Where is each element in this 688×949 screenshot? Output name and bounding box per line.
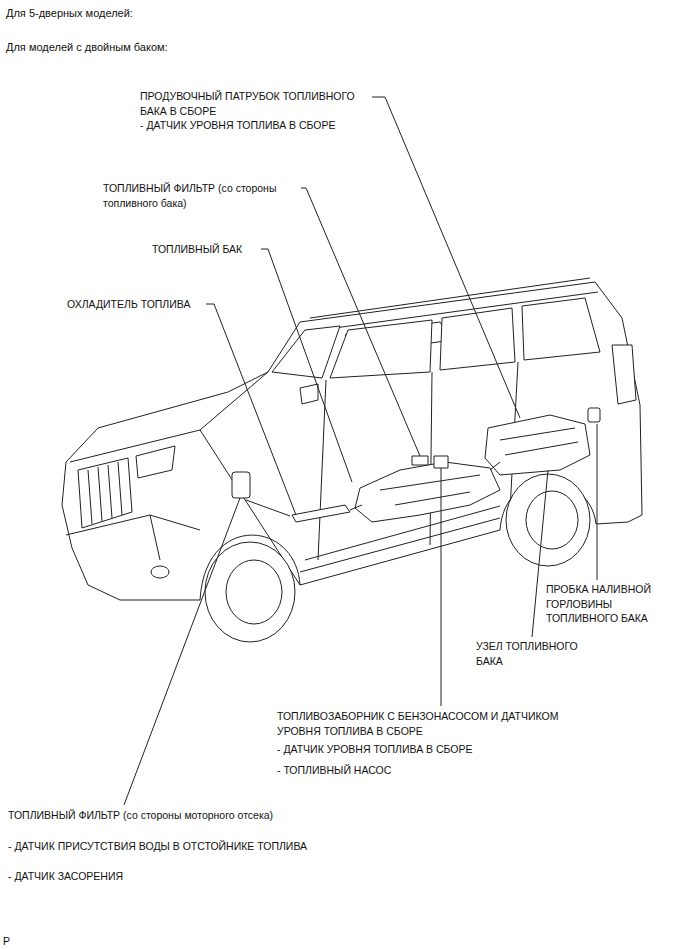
sub-fuel-tank [485,415,590,475]
heading-text: Для моделей с двойным баком: [6,40,306,55]
part-label: ТОПЛИВНЫЙ ФИЛЬТР (со стороны топливного … [103,181,308,210]
part-label: - ДАТЧИК ПРИСУТСТВИЯ ВОДЫ В ОТСТОЙНИКЕ Т… [8,839,388,854]
fuel-pump-unit [434,456,448,468]
headlight [136,446,175,478]
leader-line [301,188,420,456]
rear-wheel-rim [526,491,578,549]
grille [78,458,132,528]
part-label: ОХЛАДИТЕЛЬ ТОПЛИВА [67,297,217,312]
engine-fuel-filter [232,472,250,498]
main-fuel-tank [355,462,500,522]
part-label: - ДАТЧИК ЗАСОРЕНИЯ [8,869,208,884]
part-label: ТОПЛИВОЗАБОРНИК С БЕНЗОНАСОСОМ И ДАТЧИКО… [277,709,587,738]
part-label: ТОПЛИВНЫЙ ФИЛЬТР (со стороны моторного о… [8,808,368,823]
part-label: ПРОДУВОЧНЫЙ ПАТРУБОК ТОПЛИВНОГО БАКА В С… [140,89,376,118]
grille-bars [88,462,122,524]
part-label: - ДАТЧИК УРОВНЯ ТОПЛИВА В СБОРЕ [140,118,400,133]
tank-detail [380,475,480,505]
rear-wheel [506,474,590,566]
part-label: - ТОПЛИВНЫЙ НАСОС [277,763,477,778]
part-label: УЗЕЛ ТОПЛИВНОГО БАКА [476,639,594,668]
mirror [300,384,318,404]
tank-side-filter [412,456,428,465]
front-wheel [205,542,295,642]
fuel-lines [246,462,500,516]
leader-line [441,468,442,706]
leader-line [261,249,352,482]
fog-lamp [151,566,169,578]
bumper [66,515,200,560]
tank-detail [500,428,578,455]
front-wheel-rim [226,560,282,624]
fuel-cooler [292,505,350,522]
part-label: ПРОБКА НАЛИВНОЙ ГОРЛОВИНЫ ТОПЛИВНОГО БАК… [546,582,676,626]
windshield [272,326,340,378]
rear-light [612,345,636,404]
fuel-door [588,408,600,422]
body-outline [62,282,642,600]
leader-line [124,498,240,805]
leader-line [206,304,296,515]
side-window [330,320,432,378]
leader-line [372,97,520,418]
side-window [522,298,600,360]
page-mark: P [3,934,33,949]
part-label: ТОПЛИВНЫЙ БАК [152,242,272,257]
heading-text: Для 5-дверных моделей: [6,6,306,21]
leader-line [597,424,598,580]
leader-line [532,470,548,637]
part-label: - ДАТЧИК УРОВНЯ ТОПЛИВА В СБОРЕ [277,742,537,757]
